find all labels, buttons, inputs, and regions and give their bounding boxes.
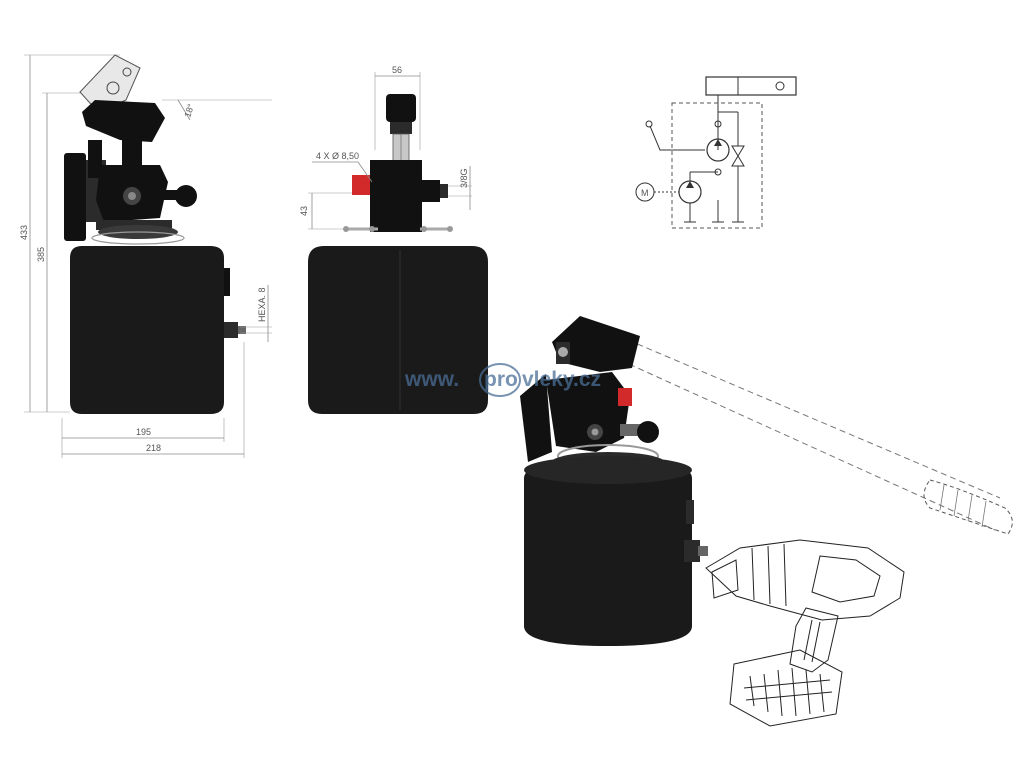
dimension-56: 56 (374, 65, 421, 150)
watermark: www. pro vleky.cz (404, 363, 601, 397)
dim-385-label: 385 (36, 247, 46, 262)
check-valve-symbol (731, 145, 745, 167)
iso-valve-knob (637, 421, 659, 443)
dim-56-label: 56 (392, 65, 402, 75)
side-handle-lever (79, 54, 165, 142)
watermark-logo: pro (484, 368, 518, 391)
front-handle (386, 94, 416, 165)
side-tank (70, 246, 246, 414)
iso-handle-lever (552, 316, 640, 372)
watermark-prefix: www. (404, 368, 459, 391)
watermark-suffix: vleky.cz (522, 368, 601, 391)
dimension-218: 218 (62, 342, 245, 458)
handle-grip (923, 479, 1013, 535)
motor-label: M (641, 188, 649, 198)
dimension-holes: 4 X Ø 8,50 (312, 151, 373, 183)
side-view-drawing: 433 385 18° (19, 54, 272, 458)
dim-angle-label: 18° (182, 102, 196, 118)
dim-195-label: 195 (136, 427, 151, 437)
front-view-drawing: 56 4 X Ø 8,50 (299, 65, 488, 414)
cylinder-symbol (705, 76, 797, 96)
dim-433-label: 433 (19, 225, 29, 240)
dim-43-label: 43 (299, 206, 309, 216)
side-valve-knob (175, 185, 197, 207)
front-tank (308, 246, 488, 414)
iso-red-release-valve (618, 388, 632, 406)
dimension-385: 385 (36, 92, 85, 412)
isometric-pump-view: www. pro vleky.cz (404, 316, 1013, 646)
dim-218-label: 218 (146, 443, 161, 453)
pump-unit-boundary (671, 102, 763, 229)
dimension-port: 3/8G (448, 166, 472, 210)
dim-port-label: 3/8G (459, 168, 469, 188)
hydraulic-schematic: M (635, 76, 797, 229)
side-pump-head (64, 135, 197, 245)
dimension-hexa: HEXA. 8 (240, 285, 272, 342)
iso-tank (524, 460, 692, 646)
front-pump-head (343, 160, 453, 232)
iso-mount-bracket (520, 374, 552, 462)
drill-battery (729, 649, 843, 727)
dimension-angle: 18° (162, 99, 272, 121)
red-release-valve (352, 175, 370, 195)
handle-extension-dashed (619, 339, 1013, 535)
dim-hexa-label: HEXA. 8 (257, 287, 267, 322)
cordless-drill-sketch (705, 539, 905, 727)
dimension-195: 195 (61, 418, 225, 458)
dim-holes-label: 4 X Ø 8,50 (316, 151, 359, 161)
dimension-43: 43 (299, 192, 352, 230)
